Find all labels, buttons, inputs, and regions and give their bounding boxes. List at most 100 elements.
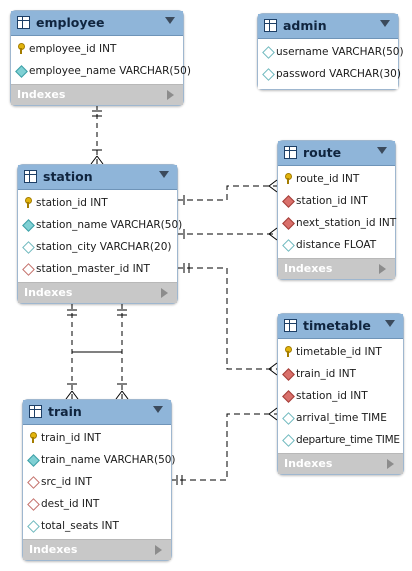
nullable-column-icon [282,412,295,425]
column-row[interactable]: next_station_id INT [278,212,397,234]
primary-key-icon [283,173,293,185]
collapse-arrow-icon[interactable] [377,147,387,154]
column-row[interactable]: train_id INT [278,363,403,385]
rel-mark [65,309,129,400]
nullable-column-icon [282,239,295,252]
column-label: total_seats INT [41,520,119,532]
expand-arrow-icon[interactable] [161,288,168,298]
primary-key-icon [28,432,38,444]
table-route[interactable]: route route_id INT station_id INT next_s… [277,140,396,280]
column-row[interactable]: station_id INT [278,190,395,212]
column-label: station_id INT [296,195,368,207]
column-label: station_id INT [36,197,108,209]
indexes-label: Indexes [17,88,66,101]
nullable-column-icon [27,520,40,533]
column-label: username VARCHAR(50) [276,46,404,58]
column-row[interactable]: station_master_id INT [18,258,177,280]
nullable-foreign-key-icon [27,476,40,489]
column-row[interactable]: total_seats INT [23,515,171,537]
collapse-arrow-icon[interactable] [159,171,169,178]
column-label: src_id INT [41,476,92,488]
table-station[interactable]: station station_id INT station_name VARC… [17,164,182,304]
column-row[interactable]: src_id INT [23,471,171,493]
relation-train-timetable [170,413,277,481]
table-header[interactable]: timetable [278,314,403,339]
expand-arrow-icon[interactable] [167,90,174,100]
foreign-key-icon [282,217,295,230]
table-title: admin [283,18,327,33]
nullable-column-icon [282,434,295,447]
table-icon [17,16,30,29]
column-row[interactable]: password VARCHAR(30) [258,63,401,85]
column-row[interactable]: timetable_id INT [278,341,403,363]
column-label: distance FLOAT [296,239,377,251]
column-row[interactable]: departure_time TIME [278,429,403,451]
column-row[interactable]: station_city VARCHAR(20) [18,236,177,258]
expand-arrow-icon[interactable] [379,264,386,274]
column-label: timetable_id INT [296,346,382,358]
table-timetable[interactable]: timetable timetable_id INT train_id INT … [277,313,404,475]
rel-mark [183,263,278,376]
column-row[interactable]: employee_id INT [11,38,183,60]
primary-key-icon [16,43,26,55]
column-label: dest_id INT [41,498,100,510]
column-row[interactable]: station_id INT [18,192,177,214]
column-label: train_name VARCHAR(50) [41,454,176,466]
table-header[interactable]: route [278,141,395,166]
table-title: route [303,145,342,160]
table-header[interactable]: station [18,165,177,190]
column-label: train_id INT [296,368,356,380]
table-icon [264,19,277,32]
column-icon [22,219,35,232]
table-title: station [43,169,93,184]
indexes-section[interactable]: Indexes [11,84,183,105]
expand-arrow-icon[interactable] [155,545,162,555]
column-label: station_master_id INT [36,263,150,275]
column-label: station_name VARCHAR(50) [36,219,183,231]
table-admin[interactable]: admin username VARCHAR(50) password VARC… [257,13,404,90]
table-header[interactable]: admin [258,14,398,39]
column-row[interactable]: station_id INT [278,385,403,407]
indexes-section[interactable]: Indexes [278,453,403,474]
collapse-arrow-icon[interactable] [153,406,163,413]
column-row[interactable]: username VARCHAR(50) [258,41,404,63]
column-label: next_station_id INT [296,217,397,229]
nullable-column-icon [22,241,35,254]
collapse-arrow-icon[interactable] [165,17,175,24]
indexes-section[interactable]: Indexes [278,258,395,279]
rel-mark [183,227,278,241]
collapse-arrow-icon[interactable] [385,320,395,327]
table-title: employee [36,15,105,30]
foreign-key-icon [282,368,295,381]
table-employee[interactable]: employee employee_id INT employee_name V… [10,10,191,106]
table-header[interactable]: train [23,400,171,425]
table-icon [24,170,37,183]
column-row[interactable]: route_id INT [278,168,395,190]
indexes-label: Indexes [24,286,73,299]
indexes-section[interactable]: Indexes [23,539,171,560]
column-label: employee_name VARCHAR(50) [29,65,191,77]
collapse-arrow-icon[interactable] [380,20,390,27]
table-train[interactable]: train train_id INT train_name VARCHAR(50… [22,399,176,561]
column-row[interactable]: train_name VARCHAR(50) [23,449,176,471]
column-row[interactable]: employee_name VARCHAR(50) [11,60,191,82]
column-row[interactable]: train_id INT [23,427,171,449]
column-row[interactable]: dest_id INT [23,493,171,515]
column-label: station_id INT [296,390,368,402]
table-title: timetable [303,318,371,333]
indexes-section[interactable]: Indexes [18,282,177,303]
relation-station-route-1 [177,185,277,201]
column-row[interactable]: arrival_time TIME [278,407,403,429]
table-header[interactable]: employee [11,11,183,36]
rel-mark [183,179,278,205]
column-row[interactable]: distance FLOAT [278,234,395,256]
primary-key-icon [23,197,33,209]
column-row[interactable]: station_name VARCHAR(50) [18,214,182,236]
table-icon [284,319,297,332]
column-label: station_city VARCHAR(20) [36,241,172,253]
expand-arrow-icon[interactable] [387,459,394,469]
column-label: route_id INT [296,173,360,185]
indexes-label: Indexes [284,457,333,470]
foreign-key-icon [282,390,295,403]
